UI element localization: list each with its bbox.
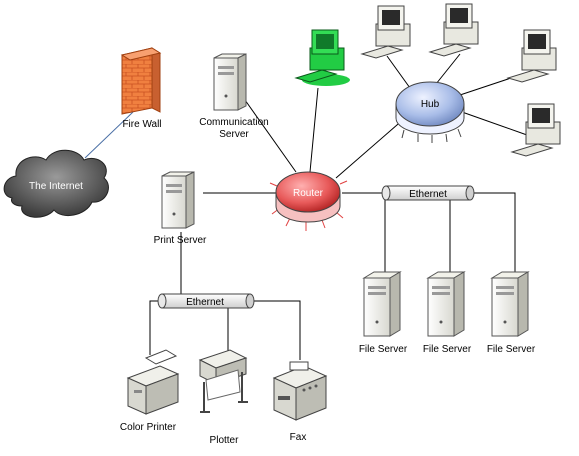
- file-server-3-label: File Server: [487, 344, 536, 355]
- comm-server-label-line2: Server: [219, 129, 249, 140]
- link-workstation-router: [309, 87, 319, 173]
- router-label: Router: [293, 188, 324, 199]
- ethernet-right-label: Ethernet: [409, 189, 447, 200]
- workstation-4: [510, 103, 561, 157]
- router: Router: [269, 171, 348, 231]
- plotter: [198, 349, 248, 413]
- print-server: [161, 171, 195, 229]
- file-server-2: [426, 271, 466, 337]
- communication-server: [213, 53, 247, 111]
- ethernet-bus-right: Ethernet: [381, 185, 475, 201]
- fax: [272, 361, 328, 421]
- ethernet-left-label: Ethernet: [186, 297, 224, 308]
- color-printer: [126, 349, 180, 415]
- workstation-2: [428, 3, 479, 57]
- comm-server-label-line1: Communication: [199, 117, 268, 128]
- link-comm-router: [244, 99, 297, 173]
- print-server-label: Print Server: [154, 235, 207, 246]
- firewall: Fire Wall: [120, 47, 162, 130]
- link-eth-right-fs3: [472, 192, 516, 272]
- hub-label: Hub: [421, 99, 440, 110]
- fax-label: Fax: [290, 432, 307, 443]
- workstation-3: [506, 29, 557, 83]
- link-hub-ws1: [386, 55, 411, 89]
- link-eth-left-fax: [254, 300, 301, 360]
- link-hub-ws4: [461, 111, 528, 136]
- internet-label: The Internet: [29, 181, 83, 192]
- link-eth-left-colorprinter: [149, 300, 163, 355]
- workstation-1: [360, 5, 411, 59]
- link-router-hub: [335, 117, 406, 179]
- file-server-2-label: File Server: [423, 344, 472, 355]
- file-server-3: [490, 271, 530, 337]
- firewall-label: Fire Wall: [122, 119, 161, 130]
- color-printer-label: Color Printer: [120, 422, 177, 433]
- ethernet-bus-left: Ethernet: [157, 293, 255, 309]
- link-hub-ws2: [435, 53, 461, 85]
- link-internet-firewall: [84, 111, 134, 159]
- plotter-label: Plotter: [210, 435, 240, 446]
- hub: Hub: [395, 81, 465, 143]
- workstation-highlighted: [294, 29, 350, 86]
- internet-cloud: The Internet: [3, 149, 109, 218]
- file-server-1-label: File Server: [359, 344, 408, 355]
- file-server-1: [362, 271, 402, 337]
